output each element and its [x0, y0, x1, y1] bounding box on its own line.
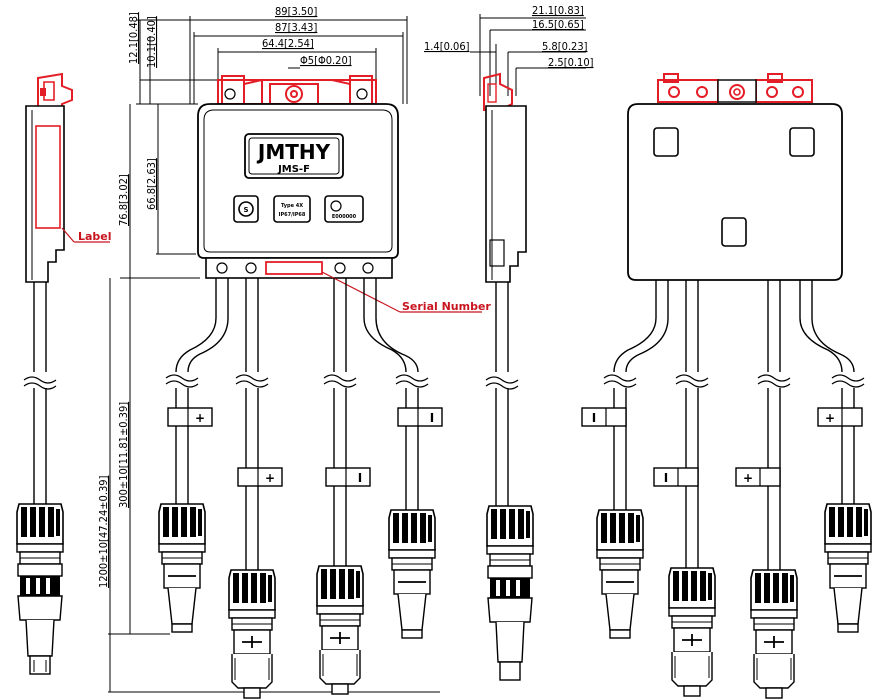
front-view: 89[3.50] 87[3.43] 64.4[2.54] Φ5[Φ0.20] 1…: [97, 5, 491, 699]
connector-6: [668, 567, 716, 629]
dim-body-height: 66.8[2.63]: [145, 158, 158, 210]
svg-text:S: S: [243, 206, 248, 214]
dim-total-height: 76.8[3.02]: [117, 174, 130, 226]
dim-side-depth: 21.1[0.83]: [532, 4, 584, 17]
dim-overall-width: 89[3.50]: [275, 5, 317, 18]
dim-cable-long: 1200±10[47.24±0.39]: [97, 475, 110, 588]
dim-top-offset-2: 10.1[0.40]: [145, 16, 158, 68]
dim-side-body-depth: 16.5[0.65]: [532, 18, 584, 31]
ip-rating: IP67/IP68: [279, 212, 306, 218]
cert-text: E000000: [332, 214, 357, 220]
serial-callout: Serial Number: [402, 300, 491, 313]
dim-bracket-spacing: 64.4[2.54]: [262, 37, 314, 50]
polarity-tag-2: +: [265, 471, 275, 485]
dim-cable-short: 300±10[11.81±0.39]: [117, 402, 130, 508]
left-side-view: Label: [16, 72, 112, 675]
connector-2: [228, 569, 276, 631]
connector-1: [158, 503, 206, 565]
polarity-tag-3: I: [358, 471, 362, 485]
dim-hole-diameter: Φ5[Φ0.20]: [300, 54, 352, 67]
label-callout: Label: [78, 230, 112, 243]
connector-8: [824, 503, 872, 565]
connector-4: [388, 509, 436, 571]
polarity-tag-6: I: [664, 471, 668, 485]
polarity-tag-5: I: [592, 411, 596, 425]
dim-body-width: 87[3.43]: [275, 21, 317, 34]
model-name: JMS-F: [277, 164, 310, 175]
brand-name: JMTHY: [256, 140, 331, 164]
dim-side-wall: 1.4[0.06]: [424, 40, 470, 53]
connector-7: [750, 569, 798, 631]
type-rating: Type 4X: [281, 203, 303, 209]
polarity-tag-8: +: [825, 411, 835, 425]
dim-side-clip: 5.8[0.23]: [542, 40, 588, 53]
polarity-tag-7: +: [743, 471, 753, 485]
back-view: I I + +: [581, 73, 872, 699]
connector-5: [596, 509, 644, 571]
polarity-tag-1: +: [195, 411, 205, 425]
right-side-view: 21.1[0.83] 16.5[0.65] 1.4[0.06] 5.8[0.23…: [424, 4, 594, 681]
dim-side-tab: 2.5[0.10]: [548, 56, 594, 69]
dim-top-offset-1: 12.1[0.48]: [127, 12, 140, 64]
polarity-tag-4: I: [430, 411, 434, 425]
connector-3: [316, 565, 364, 627]
